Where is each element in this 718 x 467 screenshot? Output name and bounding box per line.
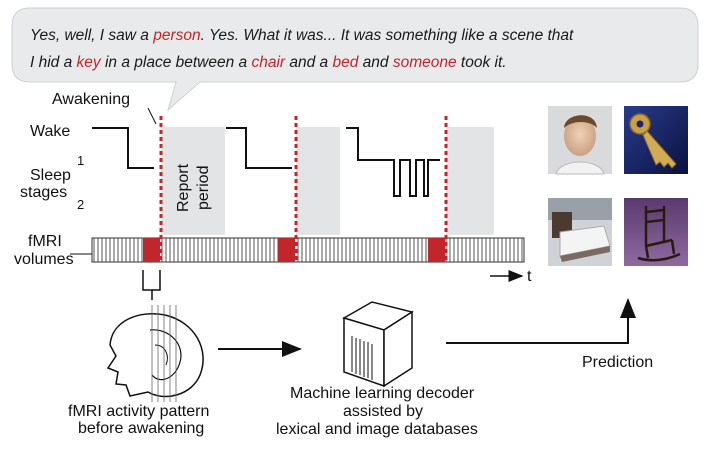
arrow-to-prediction [446, 300, 628, 343]
wake-label: Wake [30, 123, 70, 140]
period-label: period [195, 166, 212, 210]
speech-text: and [358, 54, 392, 71]
volumes-label: volumes [14, 251, 74, 268]
sleep-label: Sleep [30, 167, 71, 184]
highlighted-word: key [77, 54, 102, 71]
report-band [296, 127, 340, 235]
highlighted-word: bed [332, 54, 359, 71]
awakening-volume [428, 238, 445, 262]
speech-text: I hid a [30, 54, 77, 71]
fmri-label: fMRI [28, 233, 62, 250]
stage-2-label: 2 [77, 197, 84, 212]
report-band [161, 127, 225, 235]
speech-text: took it. [457, 54, 507, 71]
computer-icon [344, 302, 412, 386]
highlighted-word: person [152, 27, 200, 44]
report-label: Report [175, 163, 192, 212]
time-label: t [527, 268, 532, 285]
speech-text: in a place between a [101, 54, 252, 71]
fmri-caption-line-2: before awakening [78, 420, 204, 437]
speech-text: Yes, well, I saw a [30, 27, 153, 44]
hypnogram [92, 128, 440, 196]
person-photo [548, 106, 612, 174]
stage-1-label: 1 [77, 153, 84, 168]
highlighted-word: chair [251, 54, 285, 71]
stages-label: stages [20, 184, 67, 201]
highlighted-word: someone [393, 54, 457, 71]
decoder-caption-line-1: Machine learning decoder [290, 385, 475, 402]
awakening-pointer [148, 108, 156, 124]
awakening-label: Awakening [52, 91, 130, 108]
bed-photo [548, 198, 612, 266]
decoder-caption-line-3: lexical and image databases [276, 421, 478, 438]
fmri-caption-line-1: fMRI activity pattern [68, 403, 209, 420]
report-band [446, 127, 494, 235]
key-photo [624, 106, 688, 174]
awakening-volume [143, 238, 160, 262]
speech-text: and a [285, 54, 332, 71]
speech-line-2: I hid a key in a place between a chair a… [30, 54, 507, 71]
selection-bracket [143, 270, 152, 300]
prediction-label: Prediction [582, 354, 653, 371]
brain-scan-icon [108, 305, 203, 402]
chair-photo [624, 198, 688, 266]
speech-text: . Yes. What it was... It was something l… [201, 27, 574, 44]
speech-line-1: Yes, well, I saw a person. Yes. What it … [30, 27, 574, 44]
awakening-volume [278, 238, 295, 262]
decoder-caption-line-2: assisted by [343, 403, 423, 420]
